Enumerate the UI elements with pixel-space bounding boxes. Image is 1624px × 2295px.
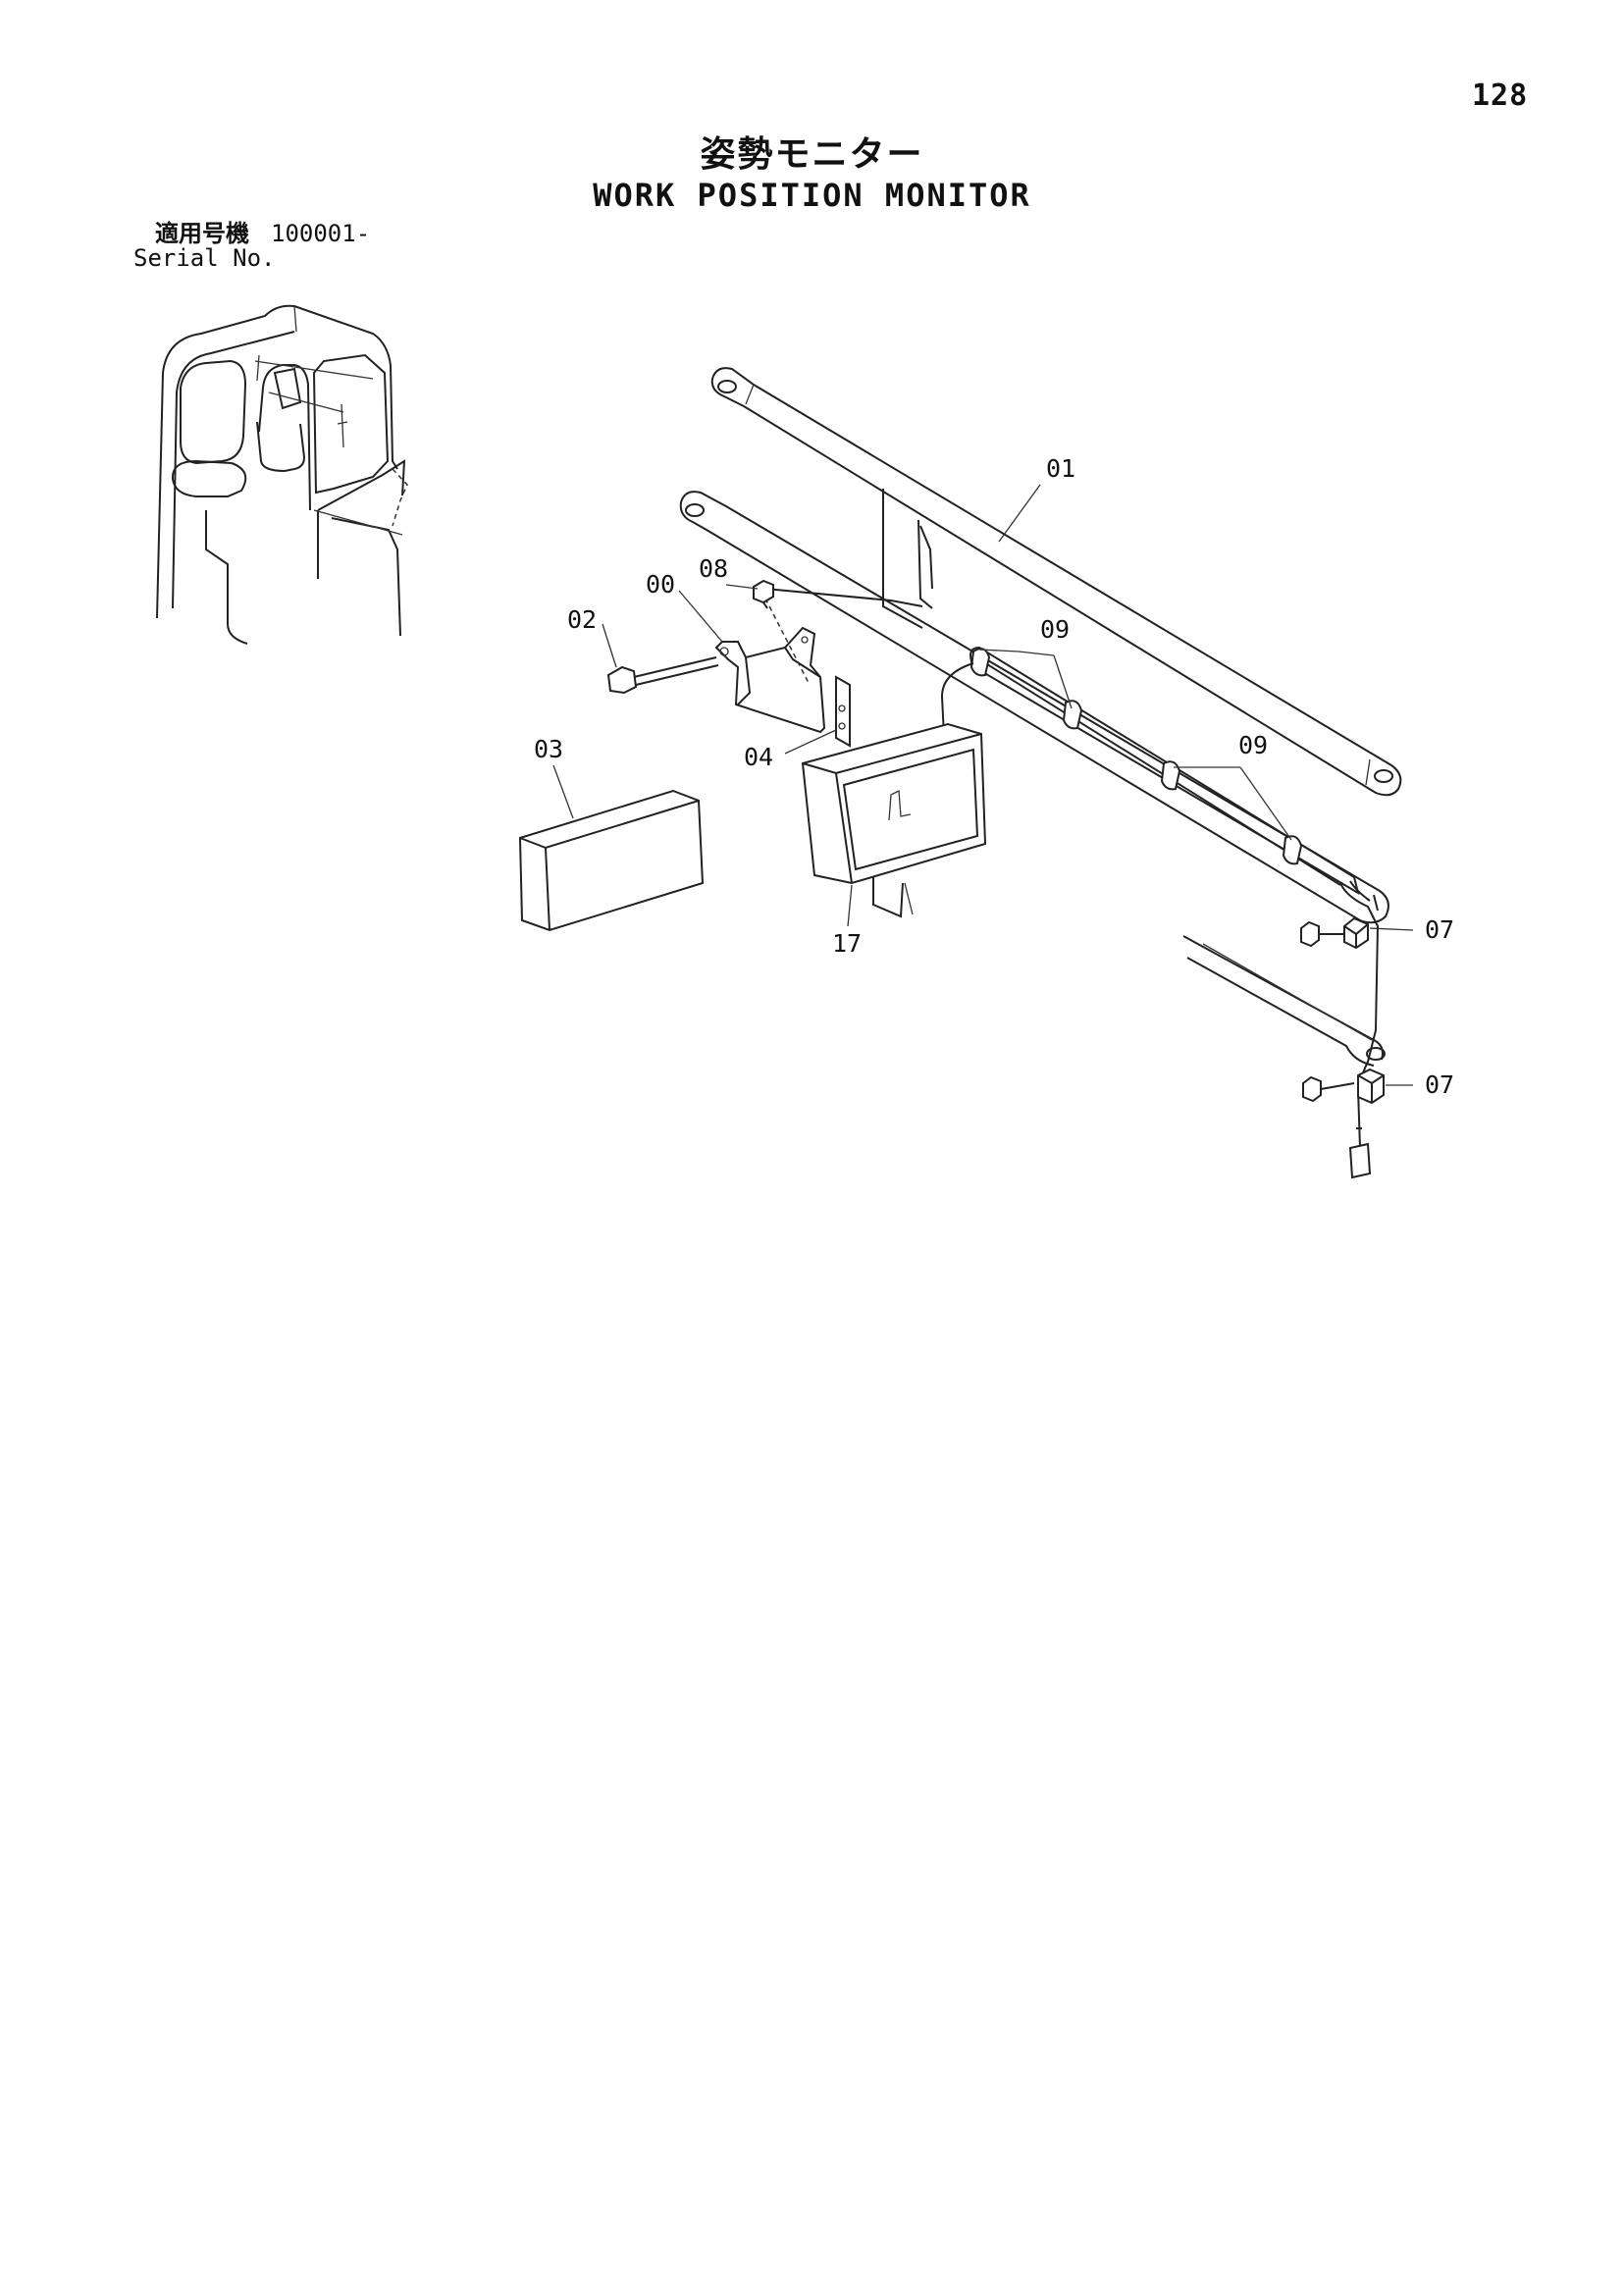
leader-lines xyxy=(552,484,1414,1086)
callout-07-lower: 07 xyxy=(1425,1070,1454,1099)
mounting-stand xyxy=(882,489,933,629)
plate-04 xyxy=(835,675,851,748)
boom-link-upper xyxy=(710,367,1402,797)
callout-04: 04 xyxy=(744,743,773,771)
bolt-02 xyxy=(606,656,719,695)
serial-info: 適用号機 100001- Serial No. xyxy=(133,222,370,271)
callout-08: 08 xyxy=(699,554,728,583)
monitor-unit xyxy=(801,722,987,918)
arm-section xyxy=(1182,935,1386,1067)
callout-17: 17 xyxy=(832,929,862,958)
cab-location-thumbnail xyxy=(156,304,408,645)
box-03 xyxy=(518,789,705,932)
callout-labels: 01 08 00 02 09 04 03 09 17 07 07 xyxy=(534,454,1454,1099)
callout-03: 03 xyxy=(534,735,563,763)
angle-sensor-harness xyxy=(1300,880,1385,1179)
page-title: WORK POSITION MONITOR xyxy=(593,177,1031,214)
callout-07-upper: 07 xyxy=(1425,915,1454,944)
callout-02: 02 xyxy=(567,605,597,634)
page-number: 128 xyxy=(1472,78,1529,113)
callout-01: 01 xyxy=(1046,454,1075,483)
serial-label-japanese: 適用号機 xyxy=(155,220,249,247)
page-title-japanese: 姿勢モニター xyxy=(700,134,924,175)
boom-link-lower xyxy=(679,491,1389,924)
serial-label: Serial No. xyxy=(133,244,276,272)
callout-09-lower: 09 xyxy=(1238,731,1268,759)
callout-00: 00 xyxy=(646,570,675,599)
callout-09-upper: 09 xyxy=(1040,615,1070,644)
screw-08 xyxy=(753,579,774,609)
monitor-bracket xyxy=(714,598,826,734)
serial-value: 100001- xyxy=(271,220,371,247)
